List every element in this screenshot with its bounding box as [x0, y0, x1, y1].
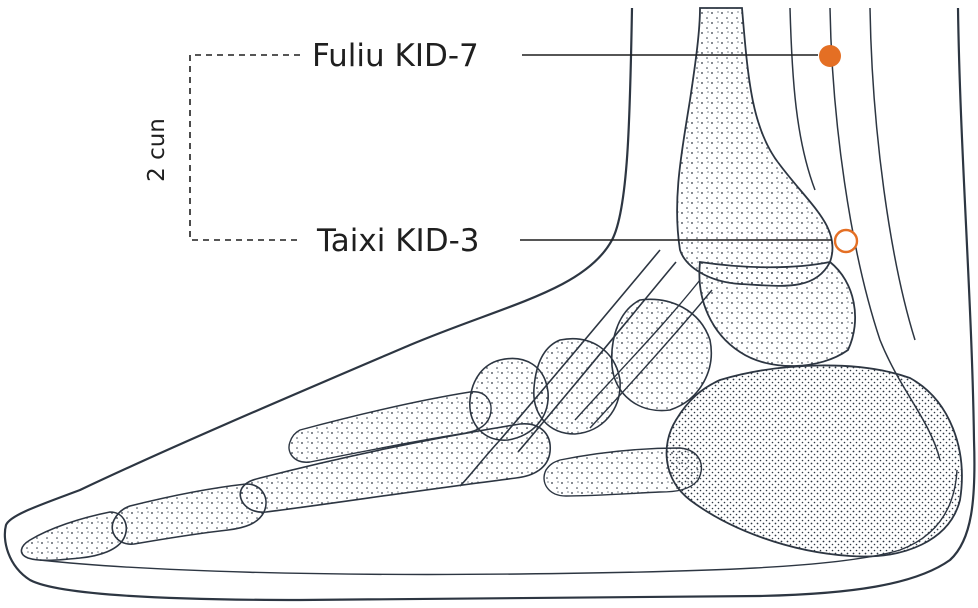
distal-phalanx [20, 511, 128, 562]
taixi-label: Taixi KID-3 [317, 223, 480, 259]
proximal-phalanx [111, 483, 267, 545]
tibia [676, 7, 834, 287]
cun-bracket [189, 54, 300, 241]
fuliu-label: Fuliu KID-7 [312, 38, 479, 74]
fibula-line [789, 7, 816, 191]
fuliu-point-marker [819, 45, 841, 67]
navicular [610, 298, 712, 412]
calcaneus [665, 364, 963, 558]
metatarsal-5 [543, 447, 703, 497]
cun-measure-label: 2 cun [144, 118, 170, 182]
talus [698, 260, 856, 367]
metatarsal-2 [288, 391, 492, 463]
foot-outline [3, 7, 976, 602]
taixi-point-marker [833, 228, 859, 254]
